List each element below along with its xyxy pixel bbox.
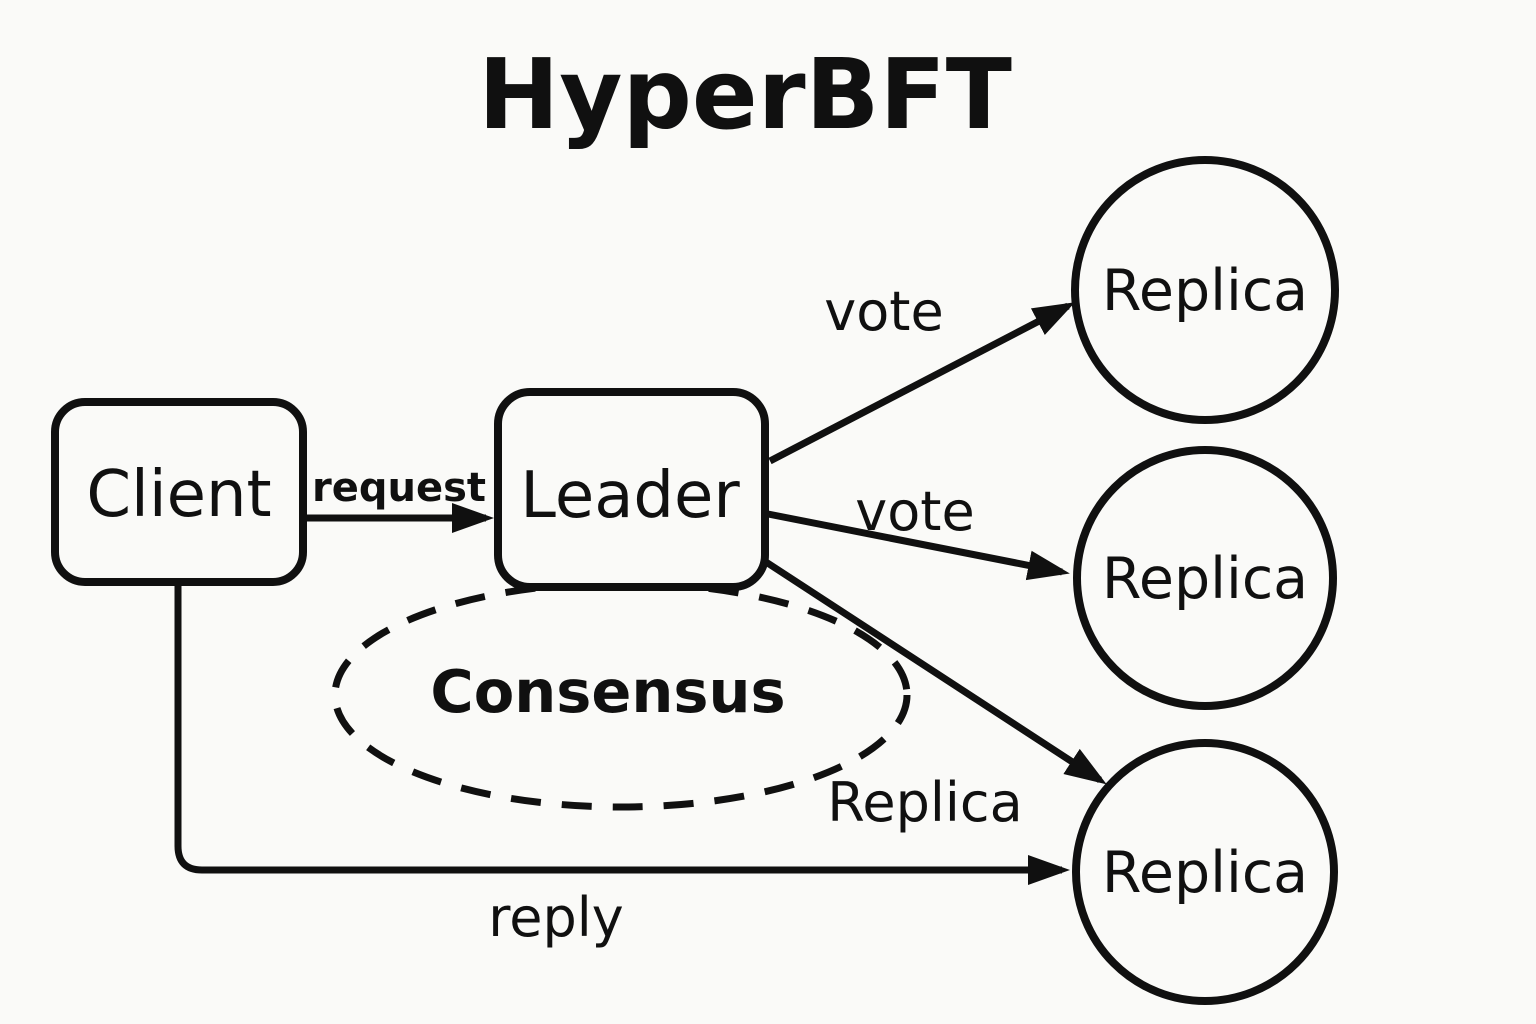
- leader-node: [494, 388, 769, 591]
- replica-bottom-label: Replica: [1102, 840, 1308, 906]
- replica-middle-label: Replica: [1102, 546, 1308, 612]
- request-edge-label: request: [312, 465, 486, 511]
- replica-top-node: [1071, 156, 1339, 424]
- leader-label: Leader: [520, 459, 740, 533]
- vote-middle-edge-label: vote: [855, 480, 974, 543]
- consensus-group-label: Consensus: [430, 657, 785, 726]
- replica-top-label: Replica: [1102, 258, 1308, 324]
- replica-middle-node: [1073, 446, 1337, 710]
- reply-edge-label: reply: [488, 886, 623, 949]
- client-node: [51, 398, 307, 586]
- vote-top-edge-label: vote: [824, 280, 943, 343]
- vote-top-arrow: [768, 302, 1076, 465]
- client-label: Client: [86, 458, 271, 532]
- vote-bottom-arrow: [764, 559, 1107, 785]
- vote-middle-arrow: [767, 510, 1070, 581]
- reply-arrow: [174, 582, 1070, 885]
- replica-bottom-node: [1072, 739, 1338, 1005]
- diagram-title: HyperBFT: [478, 38, 1012, 151]
- replica-floating-label: Replica: [827, 771, 1022, 834]
